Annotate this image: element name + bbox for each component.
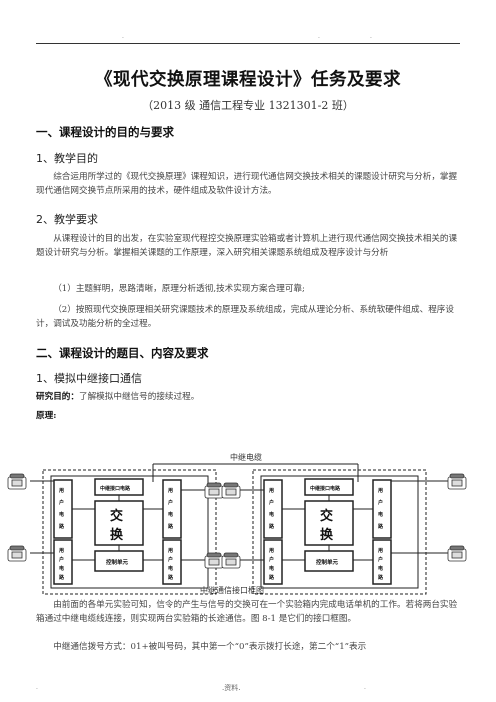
section1-sub1-text: 综合运用所学过的《现代交换原理》课程知识，进行现代通信网交换技术相关的课题设计研… — [36, 172, 458, 196]
telephone-icon — [204, 482, 224, 499]
lc-label: 电 — [59, 565, 64, 572]
principle-line: 原理: — [36, 409, 460, 423]
left-trunk-label: 中继接口电路 — [100, 485, 131, 492]
left-switch-label-2: 换 — [110, 527, 124, 543]
telephone-icon — [221, 552, 241, 569]
requirement-item-2: （2）按照现代交换原理相关研究课题技术的原理及系统组成，完成从理论分析、系统软硬… — [36, 305, 454, 329]
lc-label: 路 — [59, 574, 65, 581]
lc-label: 户 — [268, 556, 274, 563]
right-trunk-label: 中继接口电路 — [310, 485, 341, 492]
section2-heading: 二、课程设计的题目、内容及要求 — [36, 346, 209, 360]
lc-label: 路 — [168, 574, 174, 581]
telephone-icon — [447, 473, 467, 490]
left-switch-label-1: 交 — [110, 508, 123, 524]
telephone-icon — [7, 545, 27, 562]
diagram-caption: 中继通信接口框图 — [200, 585, 264, 595]
section2-sub1-heading: 1、模拟中继接口通信 — [36, 372, 142, 385]
section1-sub2-heading: 2、教学要求 — [36, 213, 98, 226]
lc-label: 户 — [167, 499, 173, 506]
section1-sub2-text: 从课程设计的目的出发，在实验室现代程控交换原理实验箱或者计算机上进行现代通信网交… — [36, 234, 458, 258]
lc-label: 户 — [167, 556, 173, 563]
footer-dot: . — [36, 684, 38, 691]
page-subtitle: （2013 级 通信工程专业 1321301-2 班） — [142, 99, 354, 112]
body-para-2: 中继通信拨号方式：01+被叫号码，其中第一个“0”表示拨打长途，第二个“1”表示 — [53, 642, 367, 652]
lc-label: 路 — [269, 523, 275, 530]
lc-label: 电 — [378, 511, 383, 518]
lc-label: 用 — [167, 487, 173, 494]
left-line-circuit-4 — [162, 539, 182, 585]
purpose-label: 研究目的： — [36, 392, 79, 402]
right-inner-box — [260, 475, 419, 589]
section1-sub1-heading: 1、教学目的 — [36, 152, 98, 165]
purpose-text: 了解模拟中继信号的接续过程。 — [78, 392, 200, 402]
lc-label: 户 — [377, 499, 383, 506]
lc-label: 路 — [378, 574, 384, 581]
lc-label: 电 — [168, 511, 173, 518]
lc-label: 用 — [268, 547, 274, 554]
left-line-circuit-2 — [53, 539, 73, 585]
lc-label: 户 — [58, 556, 64, 563]
trunk-interface-diagram: 中继电缆 中继接口电路 交 换 控制单元 — [7, 452, 467, 595]
body-para-1: 由前面的各单元实验可知，信令的产生与信号的交换可在一个实验箱内完成电话单机的工作… — [36, 600, 458, 624]
telephone-icon — [7, 473, 27, 490]
lc-label: 电 — [269, 511, 274, 518]
right-line-circuit-4 — [372, 539, 392, 585]
left-control-label: 控制单元 — [106, 558, 129, 566]
section1-heading: 一、课程设计的目的与要求 — [36, 125, 174, 139]
header-dot: . — [122, 33, 124, 40]
lc-label: 用 — [377, 547, 383, 554]
footer-dot: . — [364, 684, 366, 691]
left-inner-box — [50, 475, 209, 589]
lc-label: 用 — [377, 487, 383, 494]
research-purpose: 研究目的：了解模拟中继信号的接续过程。 — [36, 390, 460, 404]
right-control-label: 控制单元 — [316, 558, 339, 566]
footer-center: .资料. — [222, 684, 241, 692]
right-switch-label-2: 换 — [320, 527, 334, 543]
lc-label: 用 — [268, 487, 274, 494]
left-unit — [30, 469, 217, 595]
right-unit — [240, 469, 448, 595]
lc-label: 用 — [167, 547, 173, 554]
principle-label: 原理: — [36, 411, 57, 421]
header-dot: . — [370, 33, 372, 40]
header-dot: . — [318, 33, 320, 40]
line-circuit-labels: 用 户 电 路 用 户 电 路 用 户 电 路 用 户 电 路 用 户 电 路 … — [58, 487, 384, 581]
right-line-circuit-2 — [263, 539, 283, 585]
telephone-icon — [447, 545, 467, 562]
requirement-item-1: （1）主题鲜明，思路清晰，原理分析透彻,技术实现方案合理可靠; — [53, 284, 305, 294]
lc-label: 户 — [377, 556, 383, 563]
lc-label: 用 — [58, 487, 64, 494]
lc-label: 路 — [59, 523, 65, 530]
lc-label: 电 — [168, 565, 173, 572]
telephone-icon — [204, 552, 224, 569]
right-switch-label-1: 交 — [320, 508, 333, 524]
lc-label: 路 — [269, 574, 275, 581]
lc-label: 路 — [168, 523, 174, 530]
left-outer-box — [42, 469, 217, 595]
page-title: 《现代交换原理课程设计》任务及要求 — [95, 70, 401, 90]
header-rule — [36, 43, 460, 44]
lc-label: 电 — [378, 565, 383, 572]
lc-label: 电 — [59, 511, 64, 518]
lc-label: 用 — [58, 547, 64, 554]
lc-label: 户 — [268, 499, 274, 506]
lc-label: 电 — [269, 565, 274, 572]
lc-label: 路 — [378, 523, 384, 530]
right-outer-box — [252, 469, 427, 595]
lc-label: 户 — [58, 499, 64, 506]
telephone-icon — [221, 482, 241, 499]
cable-label: 中继电缆 — [230, 452, 262, 462]
